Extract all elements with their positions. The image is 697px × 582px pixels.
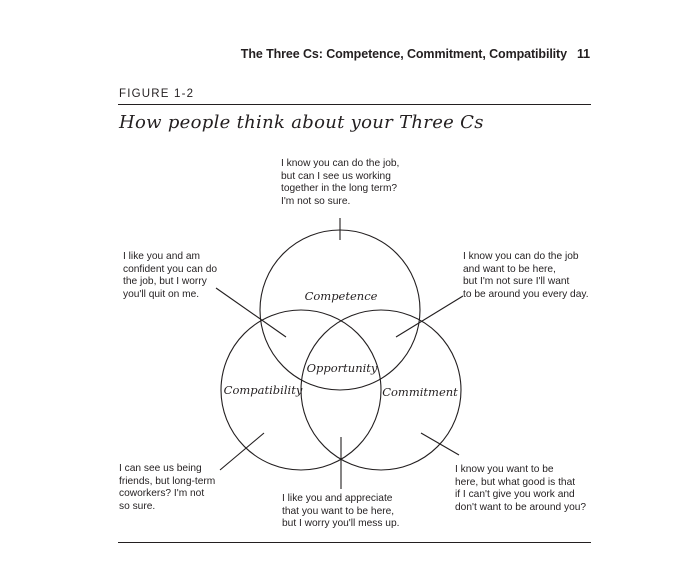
compatibility-circle: [220, 309, 382, 471]
figure-title: How people think about your Three Cs: [119, 112, 484, 133]
note-lower-right: I know you want to be here, but what goo…: [455, 464, 587, 513]
competence-label: Competence: [305, 289, 378, 303]
running-head: The Three Cs: Competence, Commitment, Co…: [220, 47, 590, 61]
top-rule: [118, 104, 591, 105]
leader-line-upper-left: [215, 287, 287, 338]
running-title: The Three Cs: Competence, Commitment, Co…: [240, 47, 567, 61]
opportunity-label: Opportunity: [307, 361, 378, 375]
compatibility-label: Compatibility: [224, 383, 303, 397]
page-number: 11: [576, 47, 590, 61]
note-upper-left: I like you and am confident you can do t…: [123, 251, 218, 300]
commitment-circle: [300, 309, 462, 471]
commitment-label: Commitment: [382, 385, 458, 399]
note-upper-right: I know you can do the job and want to be…: [463, 251, 589, 300]
leader-line-upper-right: [395, 295, 464, 338]
note-lower-left: I can see us being friends, but long-ter…: [119, 463, 216, 512]
leader-line-lower-right: [420, 432, 460, 456]
figure-label: FIGURE 1-2: [119, 88, 195, 100]
note-top: I know you can do the job, but can I see…: [281, 158, 400, 207]
bottom-rule: [118, 542, 591, 543]
note-bottom: I like you and appreciate that you want …: [282, 493, 400, 530]
leader-line-lower-left: [219, 432, 265, 471]
